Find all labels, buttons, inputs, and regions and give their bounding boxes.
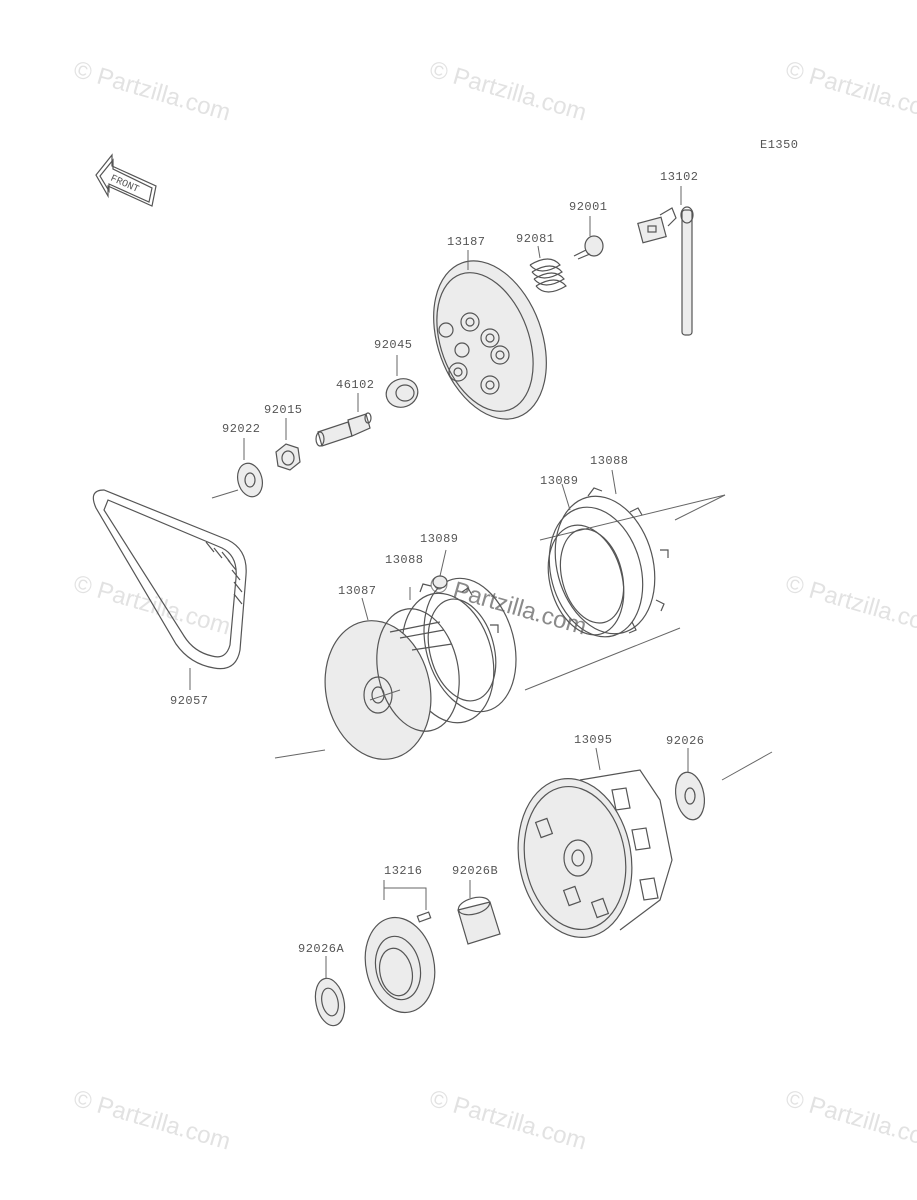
- callout-92026B[interactable]: 92026B: [452, 864, 499, 878]
- callout-92022[interactable]: 92022: [222, 422, 261, 436]
- part-92026-washer: [674, 748, 773, 821]
- callout-92057[interactable]: 92057: [170, 694, 209, 708]
- callout-13102[interactable]: 13102: [660, 170, 699, 184]
- callout-13216[interactable]: 13216: [384, 864, 423, 878]
- part-92026B-collar: [457, 880, 501, 945]
- callout-92001[interactable]: 92001: [569, 200, 608, 214]
- front-arrow-icon: FRONT: [95, 153, 157, 207]
- part-92026A-washer: [314, 956, 346, 1027]
- callout-92026A[interactable]: 92026A: [298, 942, 345, 956]
- callout-13089-front[interactable]: 13089: [420, 532, 459, 546]
- part-92001-bolt: [573, 216, 604, 260]
- part-92022-washer: [211, 438, 263, 499]
- callout-92081[interactable]: 92081: [516, 232, 555, 246]
- callout-92045[interactable]: 92045: [374, 338, 413, 352]
- part-46102-shaft: [315, 393, 372, 447]
- part-92045-bearing: [385, 355, 419, 408]
- part-13216-gear: [364, 880, 436, 1014]
- callout-92015[interactable]: 92015: [264, 403, 303, 417]
- part-13102-pushrod: [637, 186, 694, 336]
- part-92057-chain: [92, 489, 247, 690]
- callout-13095[interactable]: 13095: [574, 733, 613, 747]
- part-92015-nut: [275, 418, 301, 471]
- part-13095-housing: [517, 747, 673, 938]
- callout-13088-front[interactable]: 13088: [385, 553, 424, 567]
- callout-46102[interactable]: 46102: [336, 378, 375, 392]
- diagram-code: E1350: [760, 138, 799, 152]
- callout-13089-rear[interactable]: 13089: [540, 474, 579, 488]
- callout-92026[interactable]: 92026: [666, 734, 705, 748]
- callout-13088-rear[interactable]: 13088: [590, 454, 629, 468]
- clutch-plates: [274, 469, 726, 760]
- callout-13187[interactable]: 13187: [447, 235, 486, 249]
- part-92081-spring: [529, 245, 567, 293]
- part-13187-pressure-plate: [433, 250, 547, 420]
- callout-13087[interactable]: 13087: [338, 584, 377, 598]
